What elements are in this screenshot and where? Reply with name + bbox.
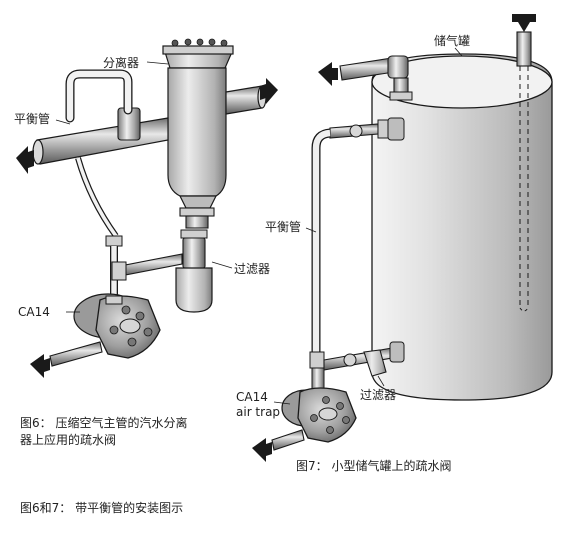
caption-fig6-line2: 器上应用的疏水阀 <box>20 433 117 447</box>
cover-bolts-icon <box>171 38 228 47</box>
air-receiver <box>371 53 553 401</box>
receiver-label: 储气罐 <box>434 34 471 48</box>
leader-lines <box>55 47 463 405</box>
trap-label-fig7-line1: CA14 <box>236 390 268 404</box>
balance-pipe-label-fig7: 平衡管 <box>265 220 302 234</box>
flow-arrows-fig6 <box>16 78 278 378</box>
ca14-trap-fig7 <box>252 387 357 462</box>
arrow-right-icon <box>260 78 278 104</box>
balance-pipe-label-fig6: 平衡管 <box>14 112 51 126</box>
arrow-left-icon <box>318 62 338 86</box>
trap-label-fig7-line2: air trap <box>236 405 281 419</box>
ca14-trap-fig6 <box>49 293 161 367</box>
main-pipe <box>32 85 267 165</box>
balance-pipe-fig6 <box>65 69 133 300</box>
footer-caption: 图6和7： 带平衡管的安装图示 <box>20 501 184 515</box>
separator <box>162 38 234 229</box>
strainer-fig7 <box>311 341 405 391</box>
arrow-down-left-icon <box>30 354 50 378</box>
arrow-left-icon <box>16 146 34 174</box>
caption-fig6-line1: 图6： 压缩空气主管的汽水分离 <box>20 416 188 430</box>
arrow-down-left-icon <box>252 438 272 462</box>
arrow-down-icon <box>512 14 536 32</box>
inlet-pipe-fig7 <box>512 14 536 67</box>
separator-label: 分离器 <box>103 56 140 70</box>
balance-pipe-fig7 <box>309 117 405 369</box>
strainer-fig6 <box>111 229 213 313</box>
fig6-diagram <box>16 38 278 378</box>
outlet-pipe-fig7 <box>318 55 413 101</box>
strainer-label-fig6: 过滤器 <box>234 262 271 276</box>
trap-label-fig6: CA14 <box>18 305 50 319</box>
fig7-diagram <box>252 14 553 462</box>
caption-fig7: 图7： 小型储气罐上的疏水阀 <box>296 459 452 473</box>
strainer-label-fig7: 过滤器 <box>360 388 397 402</box>
